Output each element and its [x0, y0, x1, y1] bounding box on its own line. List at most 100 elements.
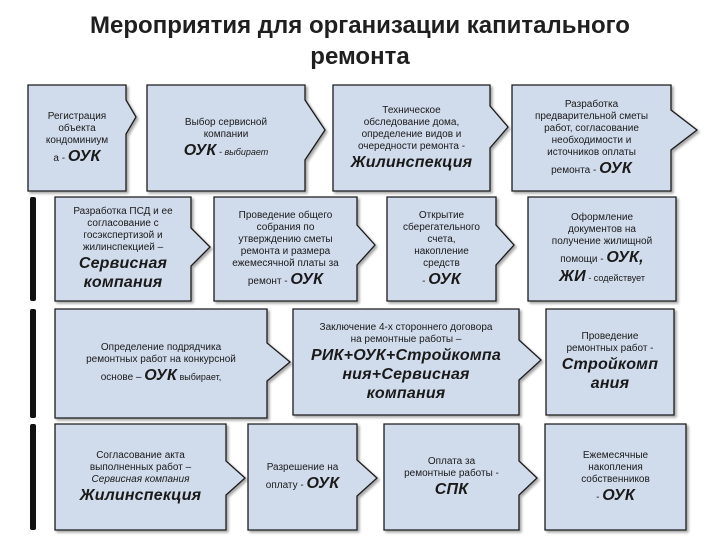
step-text: Регистрация — [47, 110, 107, 122]
step-text: Разрешение на — [266, 461, 339, 473]
step-10-shape — [292, 308, 542, 416]
step-text: предварительной сметы — [534, 110, 649, 122]
step-2-shape — [146, 84, 326, 192]
step-preliminary-estimate: Разработка предварительной сметы работ, … — [512, 88, 671, 188]
step-14-shape — [383, 423, 538, 531]
step-actor: ОУК — [306, 474, 340, 492]
step-text: Проведение — [581, 331, 639, 342]
row-connector-2 — [30, 197, 36, 301]
step-monthly-savings: Ежемесячные накопления собственников - О… — [545, 426, 686, 528]
step-actor: ОУК — [144, 367, 177, 384]
step-text: обследование дома, — [363, 116, 460, 128]
step-registration: Регистрация объекта кондоминиум а - ОУК — [28, 88, 126, 188]
step-text: Сервисная компания — [91, 473, 190, 485]
step-text: накопления — [588, 461, 643, 473]
step-actor: ОУК — [599, 159, 632, 177]
row-connector-3 — [30, 309, 36, 418]
step-text: а - — [53, 152, 66, 164]
row-connector-4 — [30, 424, 36, 530]
step-actor: Сервисная — [78, 255, 168, 272]
step-text: Оформление — [570, 212, 634, 223]
step-text: определение видов и — [361, 128, 462, 140]
step-text: Проведение общего — [238, 209, 333, 221]
step-savings-account: Открытие сберегательного счета, накоплен… — [387, 199, 496, 299]
step-text: необходимости и — [551, 134, 632, 146]
step-text: Заключение 4-х стороннего договора — [319, 321, 493, 333]
step-text: компании — [203, 128, 249, 140]
step-text: - содействует — [585, 273, 645, 283]
step-9-shape — [54, 308, 292, 419]
page-title: Мероприятия для организации капитального… — [0, 10, 720, 72]
step-actor: Жилинспекция — [350, 153, 473, 171]
step-text: работ, согласование — [544, 122, 639, 134]
step-actor: Стройкомп — [561, 356, 659, 373]
step-text: Ежемесячные — [582, 449, 649, 461]
step-actor: ОУК — [67, 147, 101, 165]
step-13-shape — [247, 423, 378, 531]
step-text: госэкспертизой и — [83, 230, 163, 241]
step-actor: ОУК, — [606, 249, 644, 266]
step-text: - выбирает — [216, 146, 269, 157]
step-text: помощи - — [560, 254, 604, 265]
step-general-meeting: Проведение общего собрания по утверждени… — [214, 199, 357, 299]
step-psd-development: Разработка ПСД и ее согласование с госэк… — [55, 199, 191, 299]
step-actor: ния+Сервисная — [342, 365, 470, 383]
step-actor: СПК — [434, 480, 469, 498]
step-text: документов на — [568, 224, 636, 235]
step-contractor-selection: Определение подрядчика ремонтных работ н… — [55, 311, 267, 416]
step-actor: Жилинспекция — [79, 486, 202, 504]
step-text: ремонт - — [247, 275, 288, 287]
step-text: выбирает, — [176, 372, 222, 382]
step-text: согласование с — [87, 218, 159, 229]
step-text: ремонтные работы - — [404, 467, 499, 479]
step-acceptance-act: Согласование акта выполненных работ – Се… — [55, 426, 226, 528]
step-text: выполненных работ – — [89, 461, 192, 473]
title-line-2: ремонта — [310, 43, 410, 70]
step-7-shape — [386, 196, 515, 302]
step-text: Открытие — [418, 209, 465, 221]
step-text: жилинспекцией – — [82, 242, 164, 253]
step-text: очередности ремонта - — [357, 140, 466, 152]
step-repair-works: Проведение ремонтных работ - Стройкомп а… — [546, 311, 674, 413]
step-actor: ания — [590, 375, 630, 392]
step-8-shape — [527, 196, 677, 302]
step-text: - — [596, 491, 600, 503]
step-service-company-choice: Выбор сервисной компании ОУК - выбирает — [147, 88, 305, 188]
step-actor: компания — [83, 274, 163, 291]
step-text: ремонта - — [551, 164, 597, 176]
step-text: накопление — [414, 245, 469, 257]
step-text: сберегательного — [403, 221, 480, 233]
step-text: ремонта и размера — [240, 245, 331, 257]
step-6-shape — [213, 196, 376, 302]
step-text: основе – — [100, 372, 142, 383]
step-payment: Оплата за ремонтные работы - СПК — [384, 426, 519, 528]
step-text: оплату - — [265, 479, 304, 491]
step-11-shape — [545, 308, 675, 416]
step-5-shape — [54, 196, 211, 302]
step-text: собрания по — [256, 221, 315, 233]
step-3-shape — [332, 84, 509, 192]
step-text: - — [422, 275, 426, 287]
step-actor: ОУК — [602, 486, 635, 504]
step-housing-aid-docs: Оформление документов на получение жилищ… — [528, 199, 676, 299]
step-text: источников оплаты — [547, 146, 636, 158]
step-text: утверждению сметы — [238, 233, 333, 245]
step-actor: ОУК — [290, 270, 324, 288]
step-text: Оплата за — [427, 455, 476, 467]
step-text: Разработка ПСД и ее — [73, 206, 173, 217]
step-actor: ОУК — [428, 270, 461, 288]
step-12-shape — [54, 423, 246, 531]
step-text: Определение подрядчика — [100, 342, 222, 353]
step-payment-permission: Разрешение на оплату - ОУК — [248, 426, 357, 528]
step-four-party-contract: Заключение 4-х стороннего договора на ре… — [293, 311, 519, 413]
title-line-1: Мероприятия для организации капитального — [90, 12, 630, 39]
step-text: Разработка — [564, 98, 619, 110]
step-text: собственников — [581, 473, 650, 485]
step-text: Техническое — [382, 104, 441, 116]
step-actor: компания — [366, 384, 446, 402]
step-15-shape — [544, 423, 687, 531]
step-text: получение жилищной — [551, 236, 653, 247]
step-text: счета, — [427, 233, 456, 245]
step-text: средств — [423, 257, 460, 269]
